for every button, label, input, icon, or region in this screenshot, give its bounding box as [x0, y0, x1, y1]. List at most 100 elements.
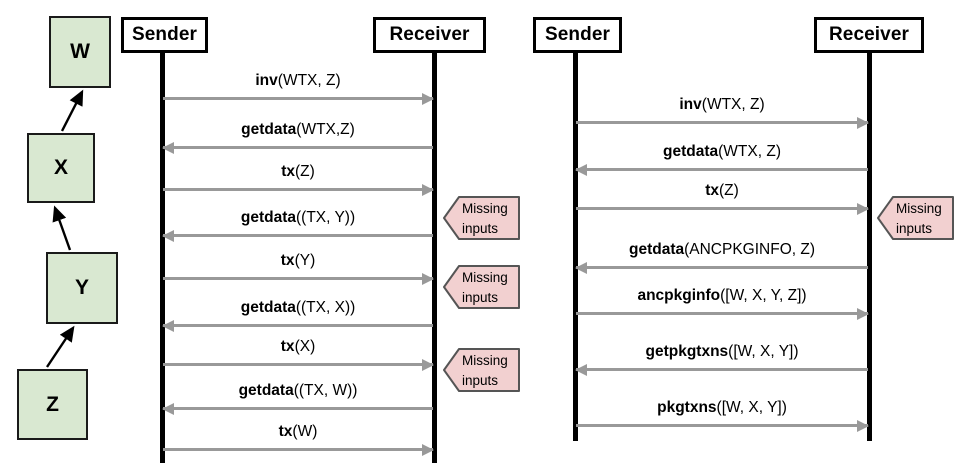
message-args: ([W, X, Y, Z]) — [720, 287, 807, 304]
dag-node-w: W — [49, 16, 111, 88]
dag-node-label: X — [53, 156, 68, 179]
callout-line-2: inputs — [896, 220, 933, 236]
message-args: (X) — [294, 338, 316, 355]
message-label: tx(W) — [163, 423, 433, 441]
message-args: (Z) — [719, 182, 739, 199]
message-label: tx(Z) — [163, 163, 433, 181]
message-args: ((TX, Y)) — [296, 209, 356, 226]
lifeline-receiver — [432, 53, 437, 463]
arrow-head-icon — [422, 92, 434, 105]
dag-edge-y-to-x — [52, 205, 72, 251]
message-label: getdata(ANCPKGINFO, Z) — [576, 241, 868, 259]
callout-text: Missing inputs — [896, 199, 952, 238]
callout-line-1: Missing — [462, 353, 508, 368]
callout-text: Missing inputs — [462, 199, 518, 238]
message-args: ((TX, W)) — [293, 382, 358, 399]
arrow-head-icon — [857, 116, 869, 129]
message-line — [163, 234, 433, 237]
arrow-head-icon — [422, 183, 434, 196]
actor-label: Receiver — [389, 24, 470, 45]
message-command: pkgtxns — [657, 399, 717, 416]
message-label: getdata((TX, X)) — [163, 299, 433, 317]
lifeline-sender — [160, 53, 165, 463]
arrow-head-icon — [857, 419, 869, 432]
callout-shape-icon — [443, 348, 520, 392]
missing-inputs-callout: Missing inputs — [443, 348, 520, 392]
actor-sender: Sender — [533, 17, 622, 53]
arrow-head-icon — [575, 261, 587, 274]
arrow-head-icon — [162, 402, 174, 415]
message-label: getdata((TX, W)) — [163, 382, 433, 400]
arrow-head-icon — [162, 229, 174, 242]
message-command: getdata — [240, 299, 296, 316]
message-args: ([W, X, Y]) — [716, 399, 787, 416]
message-line — [576, 207, 868, 210]
callout-line-2: inputs — [462, 289, 499, 305]
message-label: getdata(WTX,Z) — [163, 121, 433, 139]
actor-label: Sender — [544, 24, 610, 45]
message-line — [576, 312, 868, 315]
message-line — [163, 407, 433, 410]
message-line — [163, 324, 433, 327]
message-label: inv(WTX, Z) — [576, 96, 868, 114]
message-label: tx(X) — [163, 338, 433, 356]
actor-sender: Sender — [121, 17, 208, 53]
dag-node-x: X — [27, 133, 95, 203]
arrow-head-icon — [422, 272, 434, 285]
message-label: ancpkginfo([W, X, Y, Z]) — [576, 287, 868, 305]
actor-receiver: Receiver — [814, 17, 924, 53]
arrow-head-icon — [422, 443, 434, 456]
message-label: getdata(WTX, Z) — [576, 143, 868, 161]
message-label: pkgtxns([W, X, Y]) — [576, 399, 868, 417]
dag-node-label: Z — [46, 392, 59, 416]
message-args: (WTX, Z) — [277, 72, 341, 89]
message-command: tx — [705, 182, 719, 199]
arrow-head-icon — [575, 163, 587, 176]
arrow-head-icon — [422, 358, 434, 371]
actor-label: Sender — [131, 24, 197, 45]
message-command: getdata — [663, 143, 719, 160]
callout-line-2: inputs — [462, 372, 499, 388]
message-command: getpkgtxns — [645, 343, 729, 360]
message-command: inv — [255, 72, 278, 89]
callout-shape-icon — [443, 196, 520, 240]
dag-node-z: Z — [17, 369, 88, 440]
arrow-head-icon — [857, 307, 869, 320]
message-args: (Z) — [295, 163, 315, 180]
dag-edge-x-to-w — [60, 89, 84, 132]
message-args: (ANCPKGINFO, Z) — [684, 241, 815, 258]
actor-label: Receiver — [828, 24, 910, 45]
dag-node-label: Y — [74, 276, 89, 299]
message-label: tx(Y) — [163, 252, 433, 270]
message-label: tx(Z) — [576, 182, 868, 200]
message-command: tx — [280, 252, 295, 269]
message-line — [576, 168, 868, 171]
message-line — [163, 97, 433, 100]
actor-receiver: Receiver — [373, 17, 486, 53]
message-command: getdata — [240, 209, 296, 226]
lifeline-sender — [573, 53, 578, 441]
callout-line-1: Missing — [462, 201, 508, 216]
message-command: getdata — [238, 382, 294, 399]
message-command: tx — [278, 423, 293, 440]
lifeline-receiver — [867, 53, 872, 441]
message-label: inv(WTX, Z) — [163, 72, 433, 90]
message-command: getdata — [628, 241, 685, 258]
callout-line-2: inputs — [462, 220, 499, 236]
message-line — [576, 424, 868, 427]
message-label: getpkgtxns([W, X, Y]) — [576, 343, 868, 361]
message-line — [163, 448, 433, 451]
message-line — [163, 146, 433, 149]
arrow-head-icon — [857, 202, 869, 215]
message-line — [576, 266, 868, 269]
callout-line-1: Missing — [896, 201, 942, 216]
arrow-head-icon — [575, 363, 587, 376]
missing-inputs-callout: Missing inputs — [443, 196, 520, 240]
message-args: (Y) — [294, 252, 316, 269]
dag-node-y: Y — [46, 252, 118, 324]
message-line — [576, 121, 868, 124]
callout-shape-icon — [443, 265, 520, 309]
